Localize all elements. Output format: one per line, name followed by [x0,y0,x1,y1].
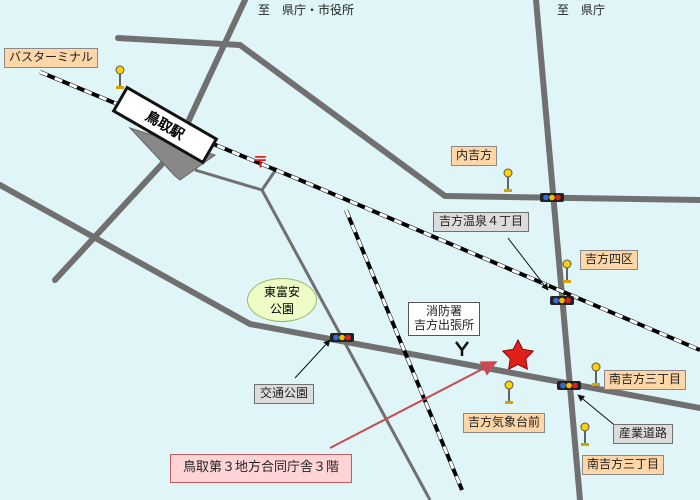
yoshikata-onsen-4-label: 吉方温泉４丁目 [433,212,530,232]
minami-yoshikata-3-lower-label: 南吉方三丁目 [582,455,665,475]
minor-roads [194,167,432,500]
bus-stop-icon [562,259,572,283]
bus-stop-icon [591,362,601,386]
station-access-road [194,168,263,192]
fire-station-icon [455,341,469,356]
destination-arrow [329,361,498,449]
pointer-yoshikata-onsen [507,237,549,291]
yoshikata-4ku-label: 吉方四区 [580,250,639,270]
traffic-signal-icon [540,193,564,202]
road-sw [52,147,178,283]
sangyo-road-label: 産業道路 [613,424,674,444]
pointer-sangyo-road [577,394,619,429]
traffic-signal-icon [557,381,581,390]
road-upper-left [115,35,243,48]
higashi-tomiyasu-park: 東富安 公園 [247,278,317,322]
to-pref-office-city-hall-label: 至 県庁・市役所 [258,3,355,17]
post-office-icon: 〒 [253,153,268,171]
road-west [0,182,253,327]
road-diagonal-north [237,42,448,199]
road-uchiyoshikata [442,193,700,203]
destination-star-icon [501,338,535,370]
road-sangyo [247,321,700,411]
traffic-signal-icon [330,333,354,342]
traffic-signal-icon [550,296,574,305]
fire-station-label: 消防署 吉方出張所 [408,302,481,336]
bus-stop-icon [503,168,513,192]
to-pref-office-label: 至 県庁 [557,3,606,17]
road-to-pref-office [533,0,583,500]
bus-stop-icon [504,380,514,404]
bus-stop-icon [115,65,125,89]
koutsu-park-label: 交通公園 [254,384,315,404]
minami-yoshikata-3-upper-label: 南吉方三丁目 [604,370,687,390]
svg-text:〒: 〒 [253,153,268,171]
uchiyoshikata-label: 内吉方 [451,146,498,166]
bus-stop-icon [580,422,590,446]
railway-branch [344,209,464,491]
pointer-koutsu-park [294,339,331,379]
road-connector [260,167,279,191]
yoshikata-weather-station-label: 吉方気象台前 [463,413,546,433]
destination-label: 鳥取第３地方合同庁舎３階 [170,454,353,483]
road-diagonal-south [260,189,432,500]
bus-terminal-label: バスターミナル [4,48,99,68]
